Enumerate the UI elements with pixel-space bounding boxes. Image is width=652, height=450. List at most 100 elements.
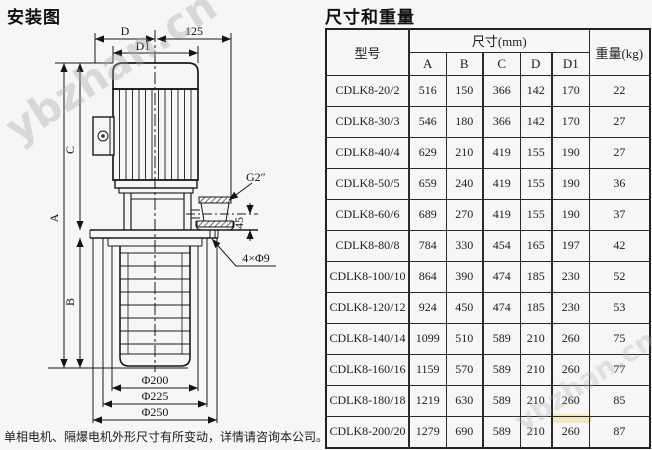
model-cell: CDLK8-200/20 bbox=[325, 415, 410, 449]
dia-200-label: Φ200 bbox=[142, 373, 169, 387]
model-cell: CDLK8-100/10 bbox=[325, 260, 410, 293]
port-thread-label: G2″ bbox=[246, 170, 266, 184]
model-cell: CDLK8-160/16 bbox=[325, 353, 410, 386]
model-cell: CDLK8-140/14 bbox=[325, 322, 410, 355]
table-row: CDLK8-100/10 864 390 474 185 230 52 bbox=[325, 260, 651, 293]
table-row: CDLK8-40/4 629 210 419 155 190 27 bbox=[325, 136, 651, 169]
table-row: CDLK8-20/2 516 150 366 142 170 22 bbox=[325, 74, 651, 107]
dim-c-cell: 419 bbox=[482, 198, 521, 231]
table-row: CDLK8-200/20 1279 690 589 210 260 87 bbox=[325, 415, 651, 449]
bolt-holes-label: 4×Φ9 bbox=[242, 251, 270, 265]
dim-b-cell: 330 bbox=[445, 229, 484, 262]
dim-d-cell: 155 bbox=[519, 167, 553, 200]
dim-b-cell: 570 bbox=[445, 353, 484, 386]
dim-label-d: D bbox=[121, 24, 130, 38]
dim-d1-cell: 170 bbox=[550, 105, 590, 138]
model-cell: CDLK8-180/18 bbox=[325, 384, 410, 417]
pump-installation-drawing: D 125 D1 A C B 45 G2″ 4×Φ9 Φ200 Φ225 Φ25… bbox=[47, 24, 276, 424]
dim-c-cell: 589 bbox=[482, 353, 521, 386]
dim-a-cell: 1279 bbox=[408, 415, 447, 449]
dim-c-cell: 366 bbox=[482, 105, 521, 138]
model-cell: CDLK8-40/4 bbox=[325, 136, 410, 169]
dim-d-cell: 155 bbox=[519, 198, 553, 231]
dim-d-cell: 210 bbox=[519, 384, 553, 417]
dim-a-cell: 1159 bbox=[408, 353, 447, 386]
dim-c-cell: 589 bbox=[482, 384, 521, 417]
dia-250-label: Φ250 bbox=[142, 405, 169, 419]
dim-b-cell: 270 bbox=[445, 198, 484, 231]
dim-a-cell: 784 bbox=[408, 229, 447, 262]
dim-label-b: B bbox=[63, 298, 77, 306]
dim-a-cell: 659 bbox=[408, 167, 447, 200]
dim-b-cell: 240 bbox=[445, 167, 484, 200]
dim-b-cell: 390 bbox=[445, 260, 484, 293]
dim-label-45: 45 bbox=[232, 217, 246, 229]
weight-cell: 85 bbox=[588, 384, 651, 417]
dim-a-cell: 629 bbox=[408, 136, 447, 169]
dim-a-cell: 546 bbox=[408, 105, 447, 138]
dim-d1-cell: 260 bbox=[550, 322, 590, 355]
dim-b-cell: 180 bbox=[445, 105, 484, 138]
dim-d1-cell: 260 bbox=[550, 353, 590, 386]
dim-b-cell: 690 bbox=[445, 415, 484, 449]
dim-d-cell: 165 bbox=[519, 229, 553, 262]
dim-d-cell: 185 bbox=[519, 260, 553, 293]
model-cell: CDLK8-20/2 bbox=[325, 74, 410, 107]
dim-d-cell: 185 bbox=[519, 291, 553, 324]
table-row: CDLK8-50/5 659 240 419 155 190 36 bbox=[325, 167, 651, 200]
dim-d1-cell: 260 bbox=[550, 415, 590, 449]
col-header-c: C bbox=[482, 51, 521, 76]
dim-d-cell: 142 bbox=[519, 105, 553, 138]
dim-b-cell: 210 bbox=[445, 136, 484, 169]
dim-c-cell: 474 bbox=[482, 291, 521, 324]
dim-d-cell: 210 bbox=[519, 353, 553, 386]
col-header-b: B bbox=[445, 51, 484, 76]
col-header-d1: D1 bbox=[550, 51, 590, 76]
col-header-d: D bbox=[519, 51, 553, 76]
dim-b-cell: 450 bbox=[445, 291, 484, 324]
model-cell: CDLK8-30/3 bbox=[325, 105, 410, 138]
weight-cell: 52 bbox=[588, 260, 651, 293]
table-row: CDLK8-60/6 689 270 419 155 190 37 bbox=[325, 198, 651, 231]
weight-cell: 22 bbox=[588, 74, 651, 107]
dimensions-table: 型号 尺寸(mm) 重量(kg) A B C D D1 CDLK8-20/2 5… bbox=[325, 28, 652, 449]
dim-d1-cell: 170 bbox=[550, 74, 590, 107]
weight-cell: 53 bbox=[588, 291, 651, 324]
dim-d1-cell: 197 bbox=[550, 229, 590, 262]
dim-a-cell: 924 bbox=[408, 291, 447, 324]
dim-b-cell: 630 bbox=[445, 384, 484, 417]
dim-c-cell: 419 bbox=[482, 167, 521, 200]
model-cell: CDLK8-120/12 bbox=[325, 291, 410, 324]
dim-d-cell: 155 bbox=[519, 136, 553, 169]
col-header-size-group: 尺寸(mm) bbox=[407, 28, 590, 53]
weight-cell: 75 bbox=[588, 322, 651, 355]
dim-c-cell: 589 bbox=[482, 322, 521, 355]
dim-c-cell: 419 bbox=[482, 136, 521, 169]
dim-d1-cell: 260 bbox=[550, 384, 590, 417]
footer-note: 单相电机、隔爆电机外形尺寸有所变动，详情请咨询本公司。 bbox=[4, 430, 329, 444]
dim-a-cell: 689 bbox=[408, 198, 447, 231]
col-header-model: 型号 bbox=[325, 28, 410, 76]
dim-label-125: 125 bbox=[185, 24, 203, 38]
dim-label-a: A bbox=[47, 213, 61, 222]
dim-c-cell: 474 bbox=[482, 260, 521, 293]
dim-b-cell: 150 bbox=[445, 74, 484, 107]
dim-d-cell: 142 bbox=[519, 74, 553, 107]
weight-cell: 77 bbox=[588, 353, 651, 386]
dim-label-d1: D1 bbox=[136, 39, 151, 53]
dim-c-cell: 454 bbox=[482, 229, 521, 262]
col-header-a: A bbox=[408, 51, 447, 76]
weight-cell: 37 bbox=[588, 198, 651, 231]
weight-cell: 36 bbox=[588, 167, 651, 200]
weight-cell: 27 bbox=[588, 105, 651, 138]
dim-d1-cell: 190 bbox=[550, 136, 590, 169]
model-cell: CDLK8-50/5 bbox=[325, 167, 410, 200]
weight-cell: 27 bbox=[588, 136, 651, 169]
dim-b-cell: 510 bbox=[445, 322, 484, 355]
dim-c-cell: 366 bbox=[482, 74, 521, 107]
dimensions-weight-title: 尺寸和重量 bbox=[325, 8, 415, 27]
col-header-weight: 重量(kg) bbox=[588, 28, 651, 76]
dim-a-cell: 1099 bbox=[408, 322, 447, 355]
dim-c-cell: 589 bbox=[482, 415, 521, 449]
